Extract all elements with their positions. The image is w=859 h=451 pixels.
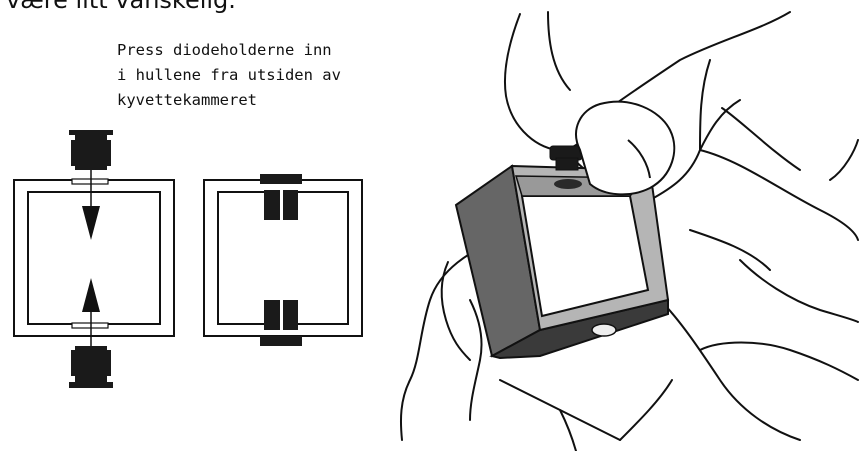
instruction-line-1: Press diodeholderne inn [117, 41, 332, 59]
arrow-down-icon [82, 206, 100, 240]
holder-insertion-after-diagram [196, 160, 376, 360]
instruction-line-3: kyvettekammeret [117, 91, 257, 109]
top-holder-pressed-icon [260, 174, 302, 220]
right-hand-outline [660, 300, 800, 440]
top-caption: være litt vanskelig. [6, 0, 236, 14]
cuvette-chamber [456, 166, 668, 358]
bottom-holder-icon [69, 346, 113, 388]
pressing-thumb [576, 102, 674, 195]
top-holder-icon [69, 130, 113, 170]
instruction-line-2: i hullene fra utsiden av [117, 66, 341, 84]
top-hole-marker [72, 179, 108, 184]
bottom-holder-pressed-icon [260, 300, 302, 346]
chamber-hole-top [554, 179, 582, 189]
holder-insertion-before-diagram [0, 120, 190, 400]
bottom-hole-marker [72, 323, 108, 328]
instruction-text: Press diodeholderne inn i hullene fra ut… [117, 38, 341, 113]
hands-pressing-holder-illustration [390, 0, 859, 451]
arrow-up-icon [82, 278, 100, 312]
chamber-hole-bottom [592, 324, 616, 336]
chamber-frame [14, 180, 174, 336]
